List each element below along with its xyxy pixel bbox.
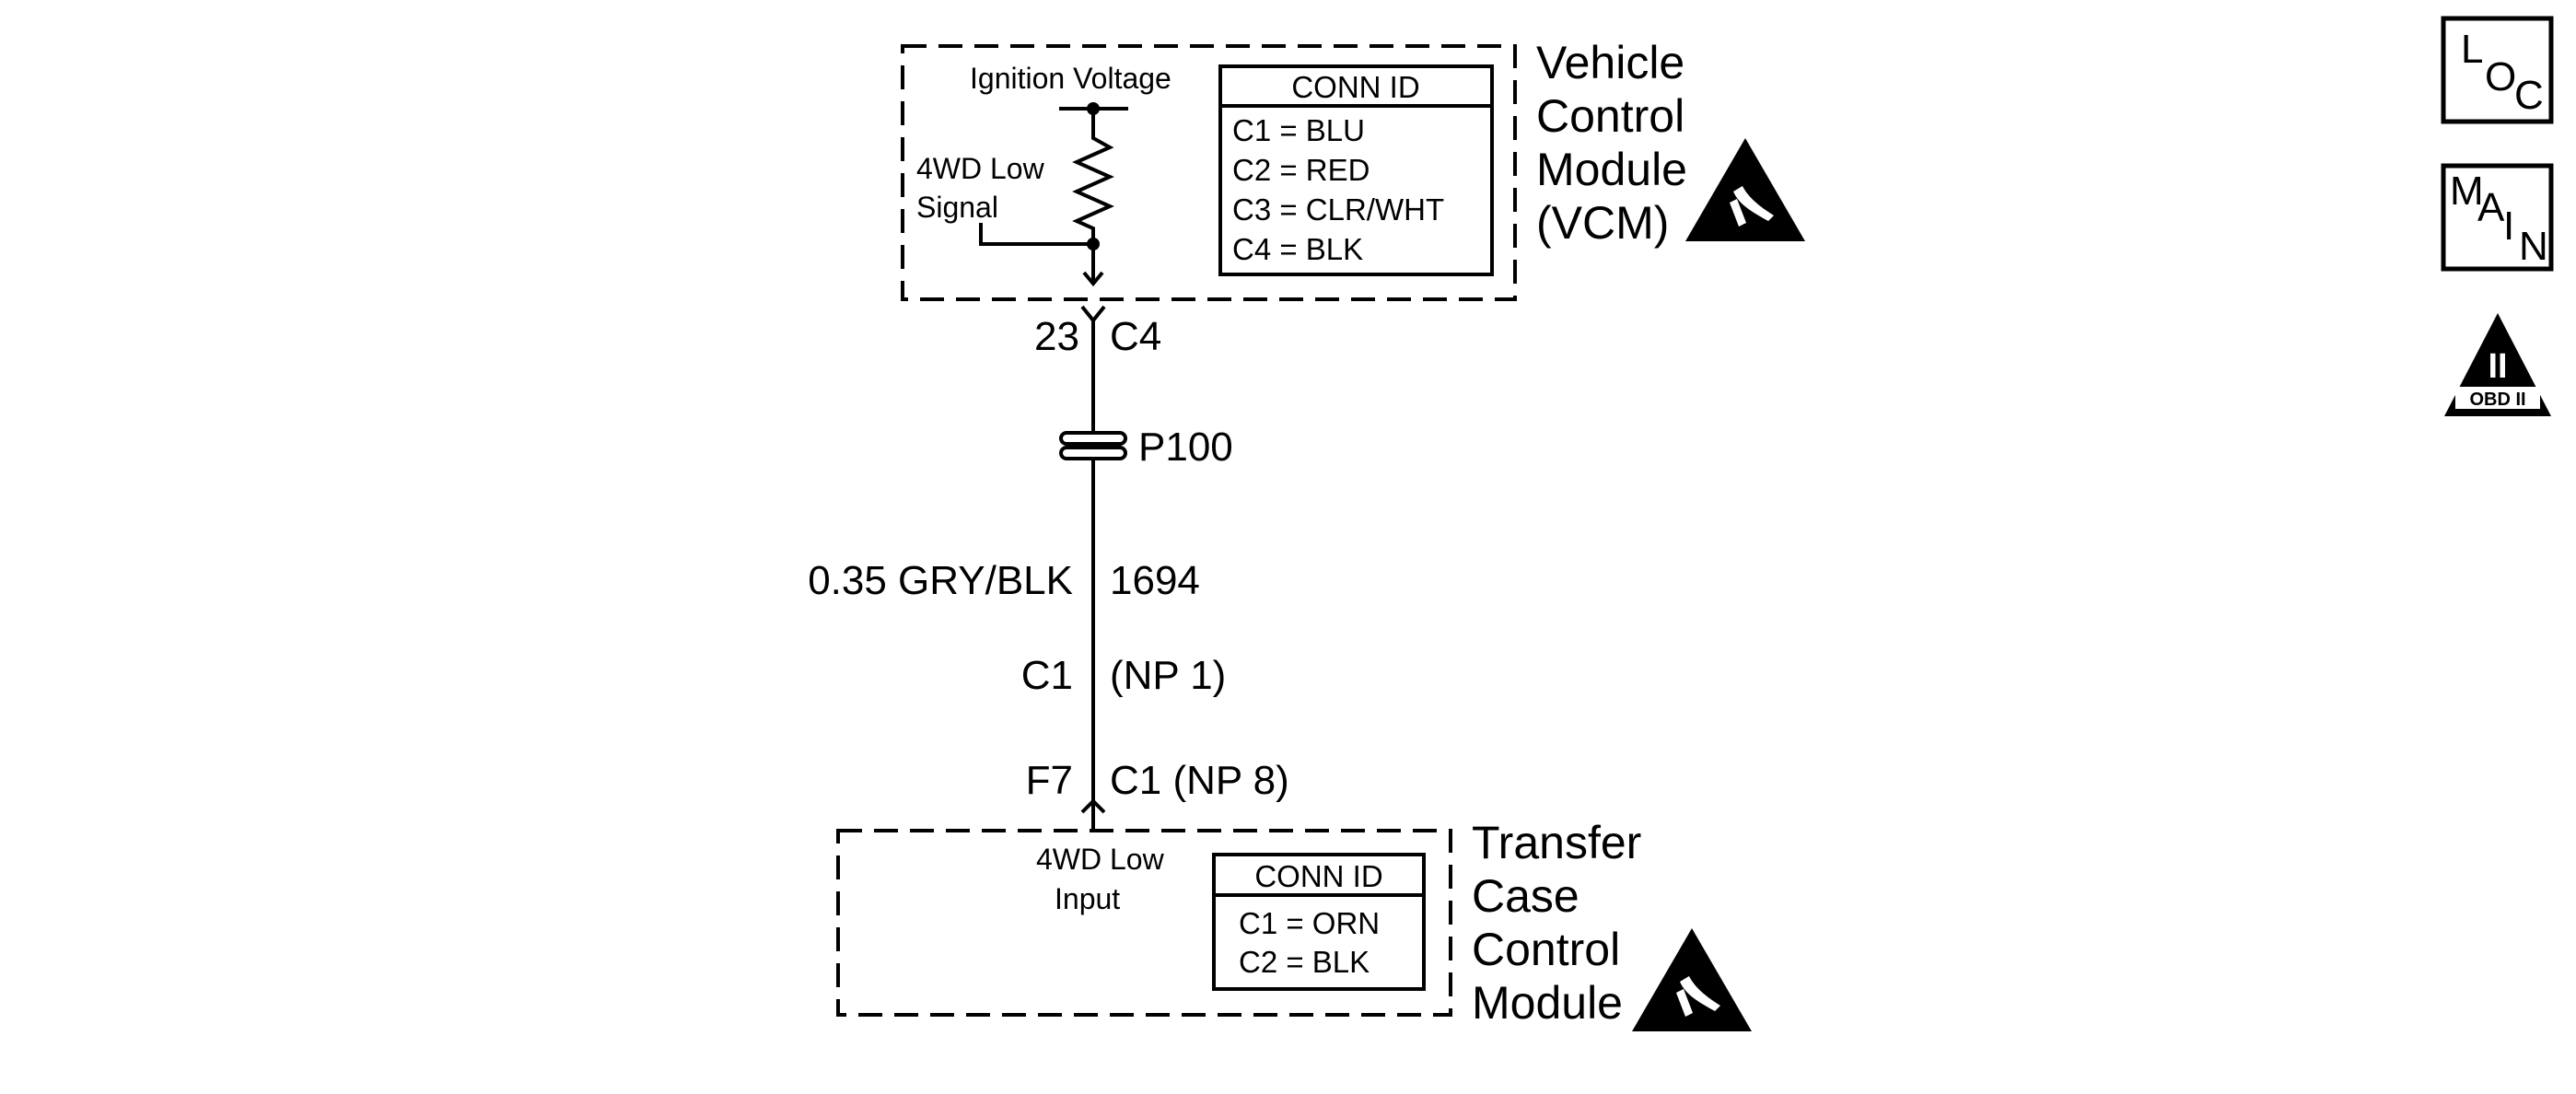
vcm-name-line2: Control <box>1536 90 1684 142</box>
esd-warning-icon <box>1632 928 1752 1031</box>
vcm-name-line3: Module <box>1536 144 1687 195</box>
tccm-conn-id-header: CONN ID <box>1254 859 1382 893</box>
signal-label-line2: Signal <box>916 191 998 224</box>
signal-tap-wire <box>979 223 1093 246</box>
vcm-name-line1: Vehicle <box>1536 37 1684 88</box>
inline-conn-label: C1 <box>1021 653 1073 698</box>
vcm-conn-row: C4 = BLK <box>1232 232 1363 266</box>
vcm-module: Ignition Voltage 4WD Low Signal CONN ID … <box>901 37 1805 301</box>
vcm-conn-row: C1 = BLU <box>1232 113 1365 147</box>
main-char: I <box>2503 204 2514 249</box>
main-icon[interactable]: M A I N <box>2441 163 2554 272</box>
tccm-module: 4WD Low Input CONN ID C1 = ORN C2 = BLK … <box>836 817 1752 1031</box>
loc-char: C <box>2514 73 2544 118</box>
loc-char: O <box>2485 54 2516 99</box>
tccm-conn-row: C1 = ORN <box>1239 906 1380 940</box>
tccm-conn-id-frame <box>1212 853 1426 991</box>
tccm-conn-label: C1 (NP 8) <box>1110 758 1289 803</box>
ignition-voltage-label: Ignition Voltage <box>970 62 1171 95</box>
tccm-input-line2: Input <box>1055 882 1120 915</box>
esd-warning-icon <box>1685 138 1805 241</box>
vcm-name-line4: (VCM) <box>1536 197 1669 249</box>
wire-circuit-number: 1694 <box>1110 558 1200 603</box>
loc-icon[interactable]: L O C <box>2441 16 2554 124</box>
obd-ii-icon[interactable]: II OBD II <box>2444 313 2551 416</box>
tccm-conn-id-table: CONN ID C1 = ORN C2 = BLK <box>1212 853 1426 991</box>
main-char: M <box>2450 169 2484 214</box>
tccm-name-line1: Transfer <box>1472 817 1641 868</box>
tccm-name-line2: Case <box>1472 870 1579 922</box>
obd-roman: II <box>2488 347 2507 386</box>
connector-icon <box>1080 305 1106 324</box>
splice-icon <box>1059 431 1127 460</box>
vcm-conn-label: C4 <box>1110 314 1161 359</box>
loc-char: L <box>2461 27 2483 72</box>
main-char: N <box>2519 224 2548 269</box>
wire-gauge-color: 0.35 GRY/BLK <box>808 558 1073 603</box>
tccm-name-line3: Control <box>1472 924 1620 975</box>
vcm-conn-row: C3 = CLR/WHT <box>1232 192 1444 227</box>
vcm-boundary <box>901 44 1517 301</box>
obd-label-bg <box>2455 387 2540 409</box>
vcm-conn-row: C2 = RED <box>1232 153 1370 187</box>
vcm-arrow <box>1082 271 1104 287</box>
resistor-icon <box>1072 109 1114 244</box>
splice-label: P100 <box>1138 425 1233 470</box>
inline-np-label: (NP 1) <box>1110 653 1226 698</box>
vcm-conn-id-table: CONN ID C1 = BLU C2 = RED C3 = CLR/WHT C… <box>1218 64 1494 276</box>
vcm-conn-id-header: CONN ID <box>1291 70 1419 104</box>
signal-label-line1: 4WD Low <box>916 152 1045 185</box>
tccm-boundary <box>836 829 1452 1017</box>
main-char: A <box>2477 185 2505 230</box>
tccm-name-line4: Module <box>1472 977 1623 1029</box>
tccm-input-line1: 4WD Low <box>1036 843 1165 876</box>
vcm-pin-label: 23 <box>1034 314 1079 359</box>
vcm-conn-id-frame <box>1218 64 1494 276</box>
obd-label: OBD II <box>2469 390 2525 410</box>
tccm-conn-row: C2 = BLK <box>1239 945 1370 979</box>
tccm-pin-label: F7 <box>1026 758 1073 803</box>
